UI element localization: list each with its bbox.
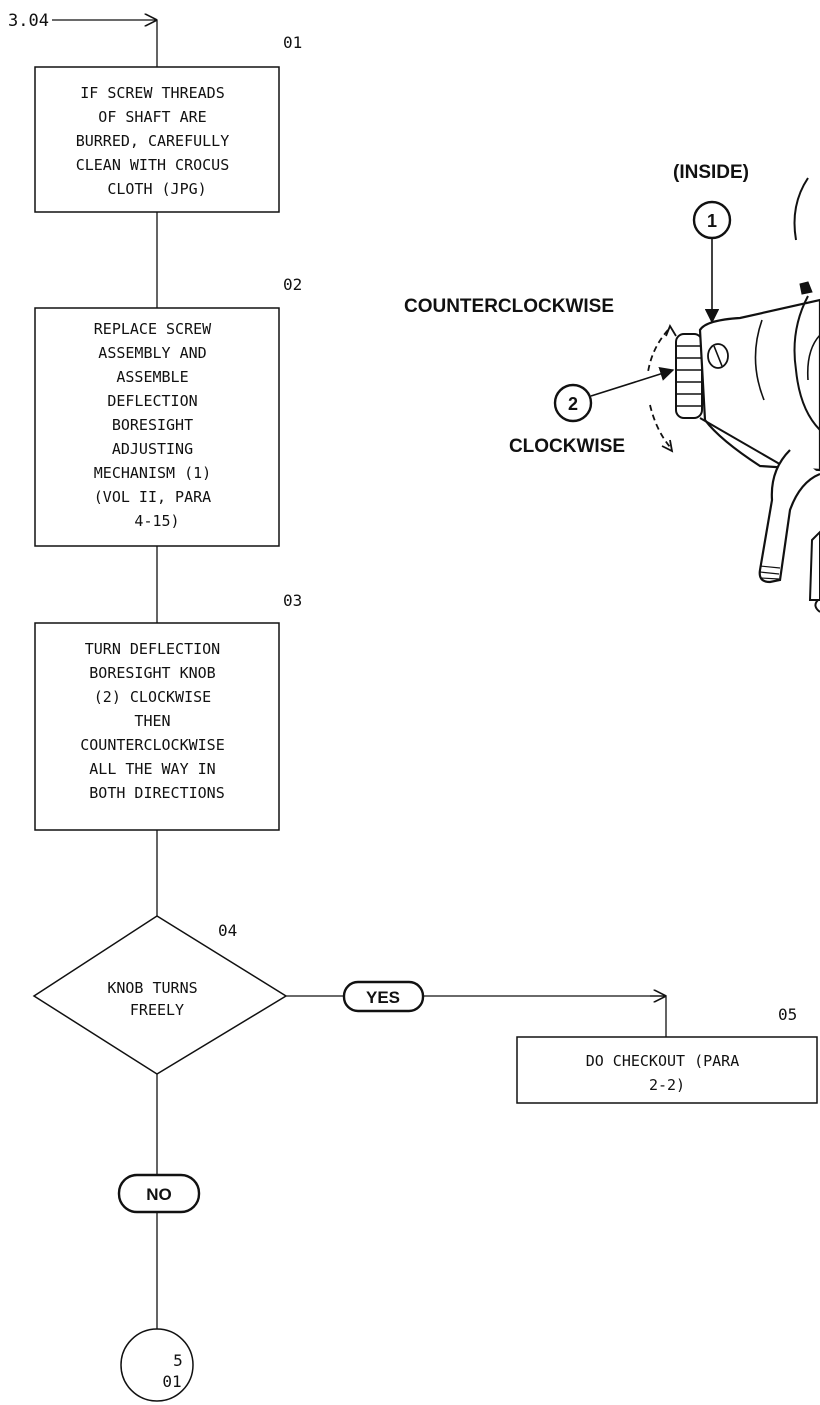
callout-1-number: 1 [707,211,717,231]
mechanism-handle [758,449,820,613]
step-box [516,1036,818,1104]
step-text: REPLACE SCREW ASSEMBLY AND ASSEMBLE DEFL… [94,320,220,530]
cw-arrowhead [661,439,674,453]
cw-rotation-arrow [649,404,671,448]
step-box [34,622,280,831]
ccw-arrowhead [665,323,677,337]
step-box [34,307,280,547]
connector-step: 01 [162,1372,181,1391]
step-box [34,66,280,213]
step-text: TURN DEFLECTION BORESIGHT KNOB (2) CLOCK… [80,640,234,802]
step-number: 01 [283,33,302,52]
connector-page: 5 [173,1351,183,1370]
no-label-pill [117,1173,201,1214]
decision-text: KNOB TURNS FREELY [107,979,206,1019]
yes-label: YES [366,988,400,1007]
yes-connector [423,995,667,1037]
step-number: 04 [218,921,237,940]
callout-2 [553,383,593,423]
boresight-mechanism-illustration: (INSIDE) 1 COUNTERCLOCKWISE CLOCKWISE 2 [404,162,820,613]
step-text: IF SCREW THREADS OF SHAFT ARE BURRED, CA… [76,84,239,198]
step-number: 05 [778,1005,797,1024]
entry-reference: 3.04 [8,11,49,31]
decision-diamond [32,915,288,1075]
ccw-rotation-arrow [647,329,669,373]
step-number: 02 [283,275,302,294]
step-text: DO CHECKOUT (PARA 2-2) [586,1052,749,1094]
boresight-knob [675,333,703,419]
cw-label: CLOCKWISE [509,436,625,457]
offpage-connector [120,1328,194,1402]
no-label: NO [146,1185,172,1204]
ccw-label: COUNTERCLOCKWISE [404,296,614,317]
callout-2-number: 2 [568,394,578,414]
inside-label: (INSIDE) [673,162,749,183]
callout-2-leader [590,367,675,397]
step-number: 03 [283,591,302,610]
